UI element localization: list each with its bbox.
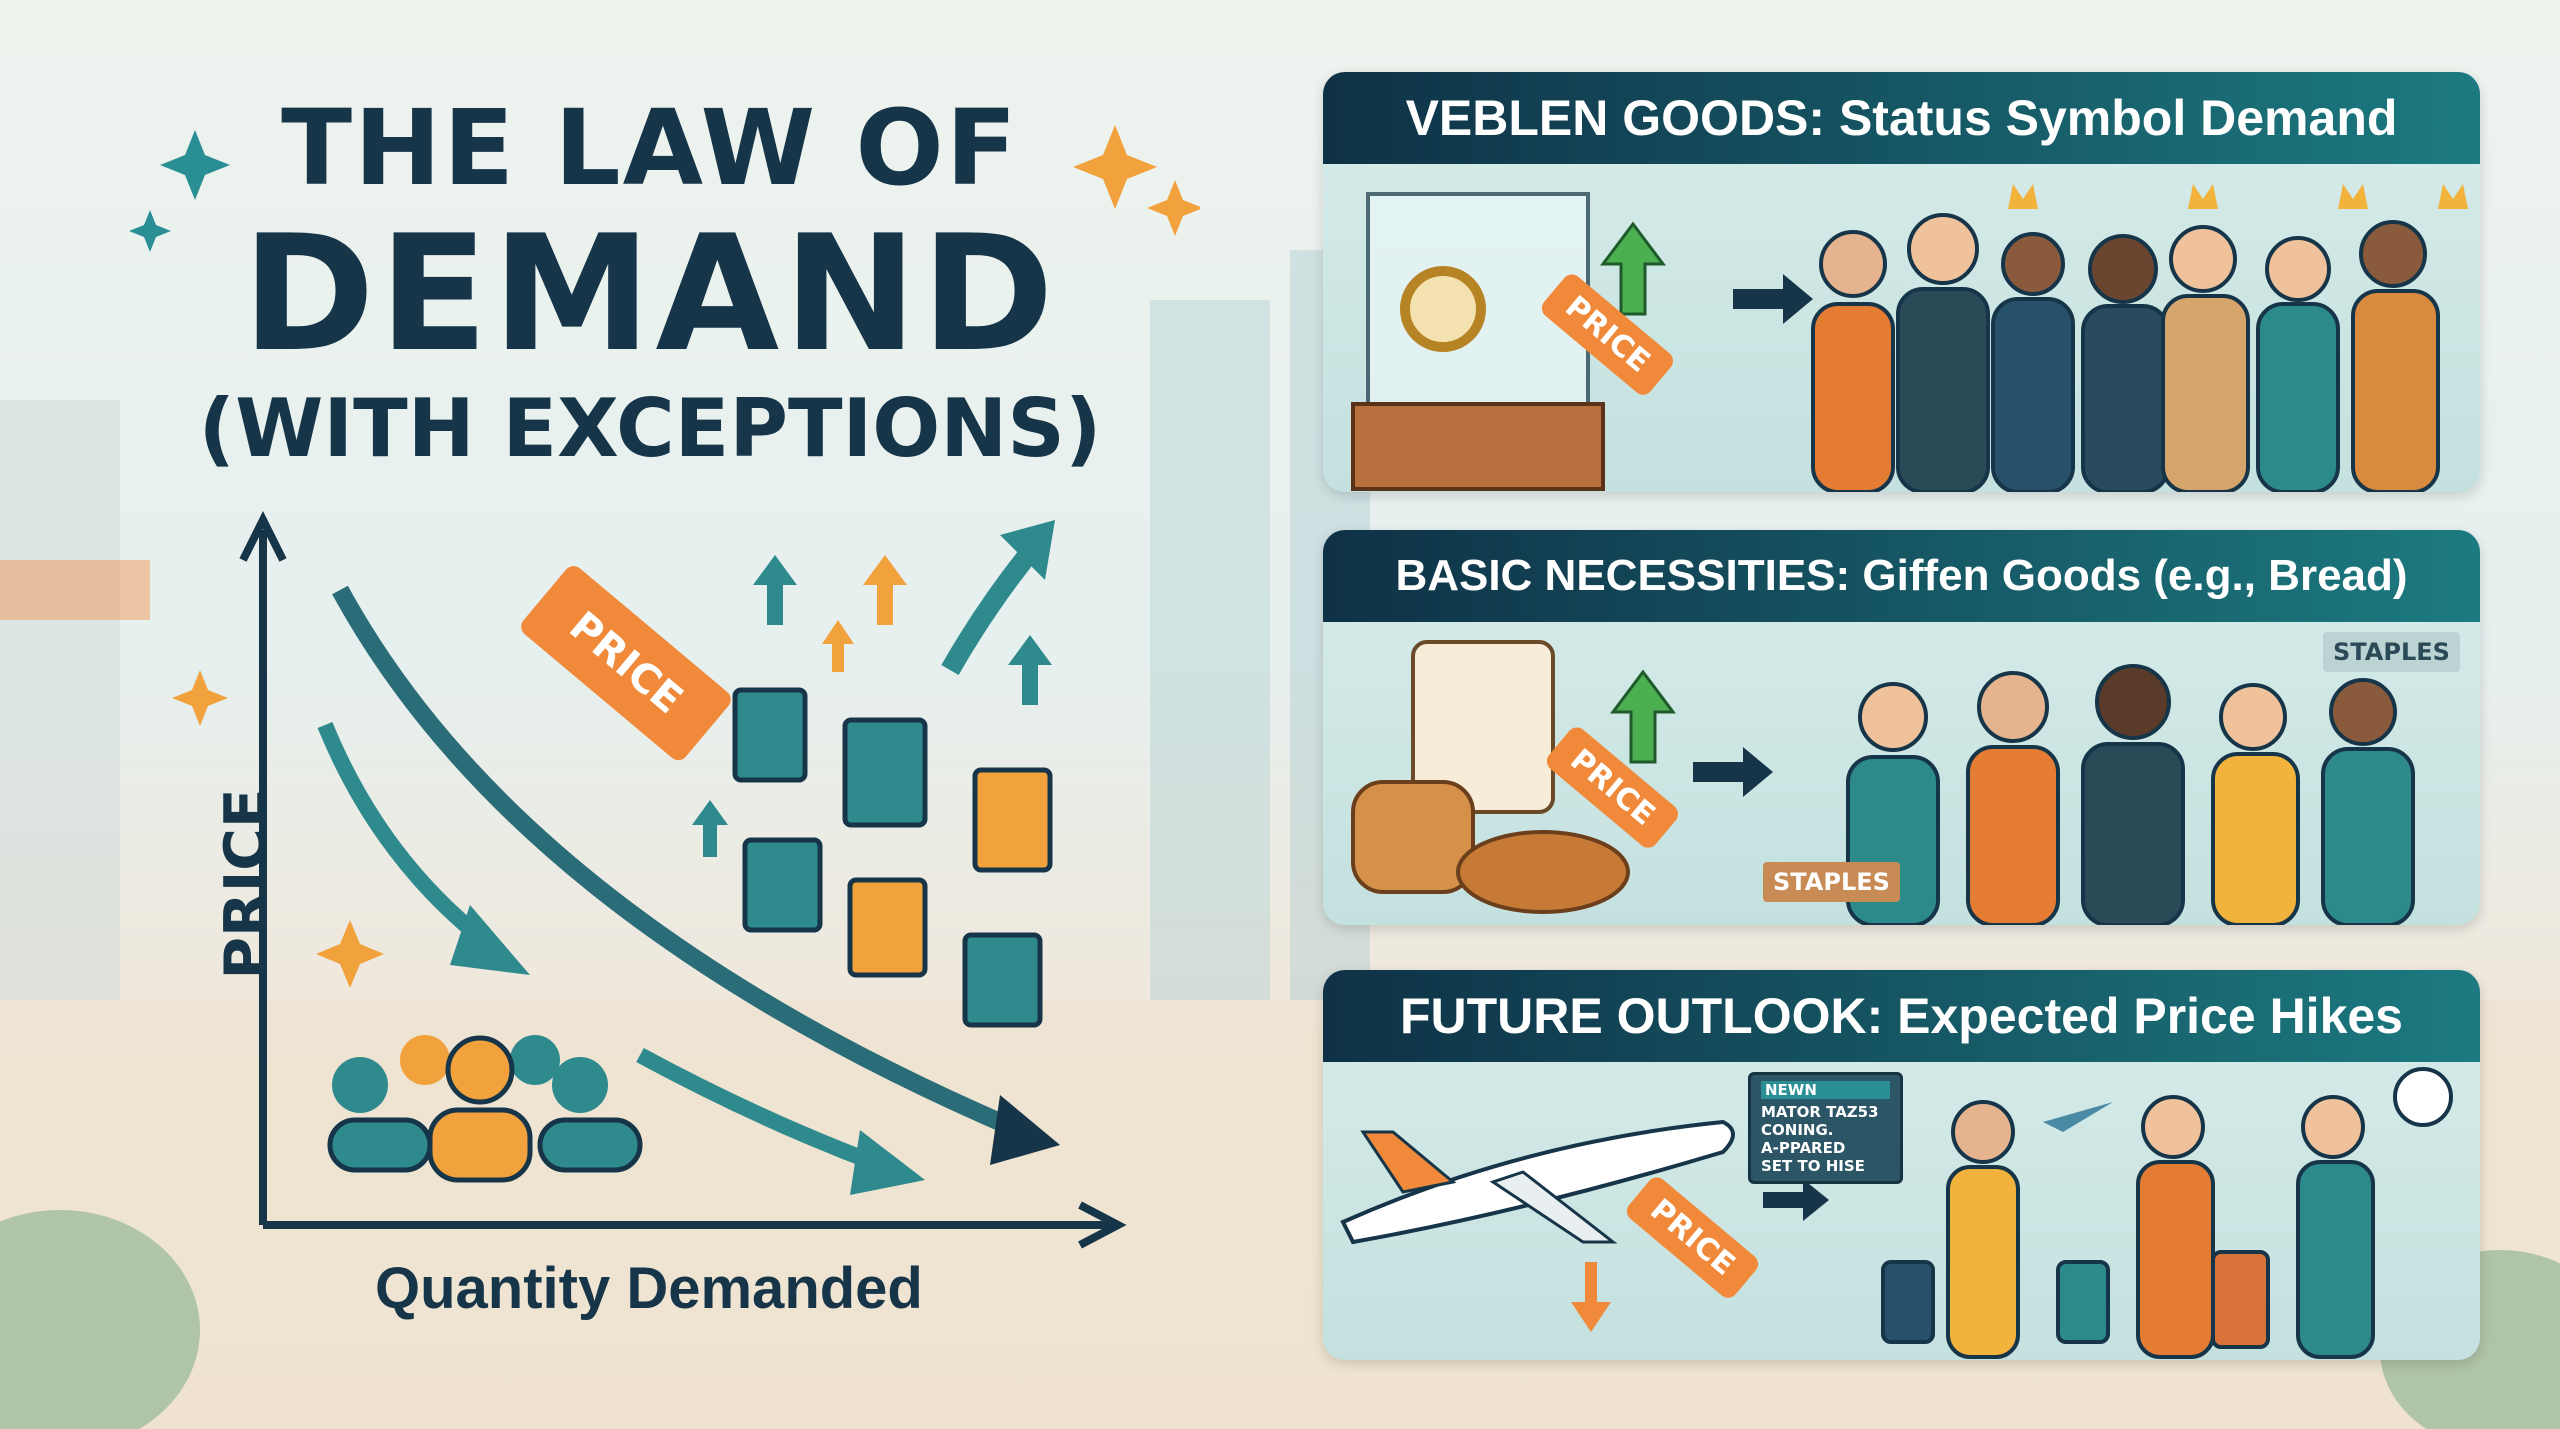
- small-airplane-icon: [2043, 1102, 2113, 1132]
- downward-arrow: [317, 721, 495, 952]
- up-arrows-icon: [822, 555, 907, 672]
- sparkle-icon: [172, 125, 1200, 988]
- clock-icon: [2393, 1067, 2453, 1127]
- panel-future-outlook: FUTURE OUTLOOK: Expected Price Hikes PRI…: [1323, 970, 2480, 1360]
- downward-arrow: [636, 1047, 883, 1173]
- y-axis: [239, 511, 287, 1225]
- panel-title: VEBLEN GOODS: Status Symbol Demand: [1323, 72, 2480, 164]
- flour-bag-icon: [1411, 640, 1555, 814]
- people-crowd-illustration: [1846, 664, 2415, 925]
- price-up-arrow-icon: [1600, 221, 1666, 316]
- panel-veblen-goods: VEBLEN GOODS: Status Symbol Demand PRICE: [1323, 72, 2480, 492]
- watch-icon: [1400, 266, 1486, 352]
- right-arrow-icon: [1693, 747, 1773, 797]
- right-arrow-icon: [1763, 1179, 1829, 1221]
- travelers-illustration: [1881, 1067, 2453, 1359]
- news-line: SET TO HISE: [1761, 1157, 1865, 1175]
- news-line: MATOR TAZ53: [1761, 1103, 1879, 1121]
- panel-title: FUTURE OUTLOOK: Expected Price Hikes: [1323, 970, 2480, 1062]
- price-down-arrow-icon: [1571, 1262, 1611, 1332]
- demand-curve-arrowhead: [990, 1095, 1060, 1165]
- news-board: NEWN MATOR TAZ53 CONING. A-PPARED SET TO…: [1748, 1072, 1903, 1184]
- x-axis-label: Quantity Demanded: [375, 1256, 923, 1321]
- news-board-header: NEWN: [1761, 1081, 1890, 1099]
- bread-loaf-icon: [1351, 780, 1475, 894]
- shopping-bags-icon: [732, 687, 1053, 1028]
- right-arrow-icon: [1733, 274, 1813, 324]
- title-line-3: (WITH EXCEPTIONS): [198, 382, 1102, 475]
- airplane-icon: [1340, 1119, 1735, 1245]
- price-up-arrow-icon: [1610, 669, 1676, 764]
- up-arrows-icon: [692, 555, 1052, 857]
- staples-crate-label: STAPLES: [1763, 862, 1900, 902]
- panel-giffen-goods: BASIC NECESSITIES: Giffen Goods (e.g., B…: [1323, 530, 2480, 925]
- news-line: A-PPARED: [1761, 1139, 1846, 1157]
- x-axis: [263, 1201, 1127, 1249]
- title-line-1: THE LAW OF: [281, 87, 1019, 209]
- demand-curve: [332, 585, 1034, 1144]
- people-group-icon: [327, 1035, 643, 1183]
- sparkle-icon: [129, 130, 230, 252]
- title-line-2: DEMAND: [242, 200, 1058, 387]
- demand-graph: [129, 125, 1200, 1249]
- people-crowd-illustration: [1811, 184, 2468, 492]
- y-axis-label: PRICE: [211, 788, 280, 980]
- baguette-icon: [1456, 830, 1630, 914]
- news-line: CONING.: [1761, 1121, 1834, 1139]
- staples-sign: STAPLES: [2323, 632, 2460, 672]
- panel-title: BASIC NECESSITIES: Giffen Goods (e.g., B…: [1323, 530, 2480, 622]
